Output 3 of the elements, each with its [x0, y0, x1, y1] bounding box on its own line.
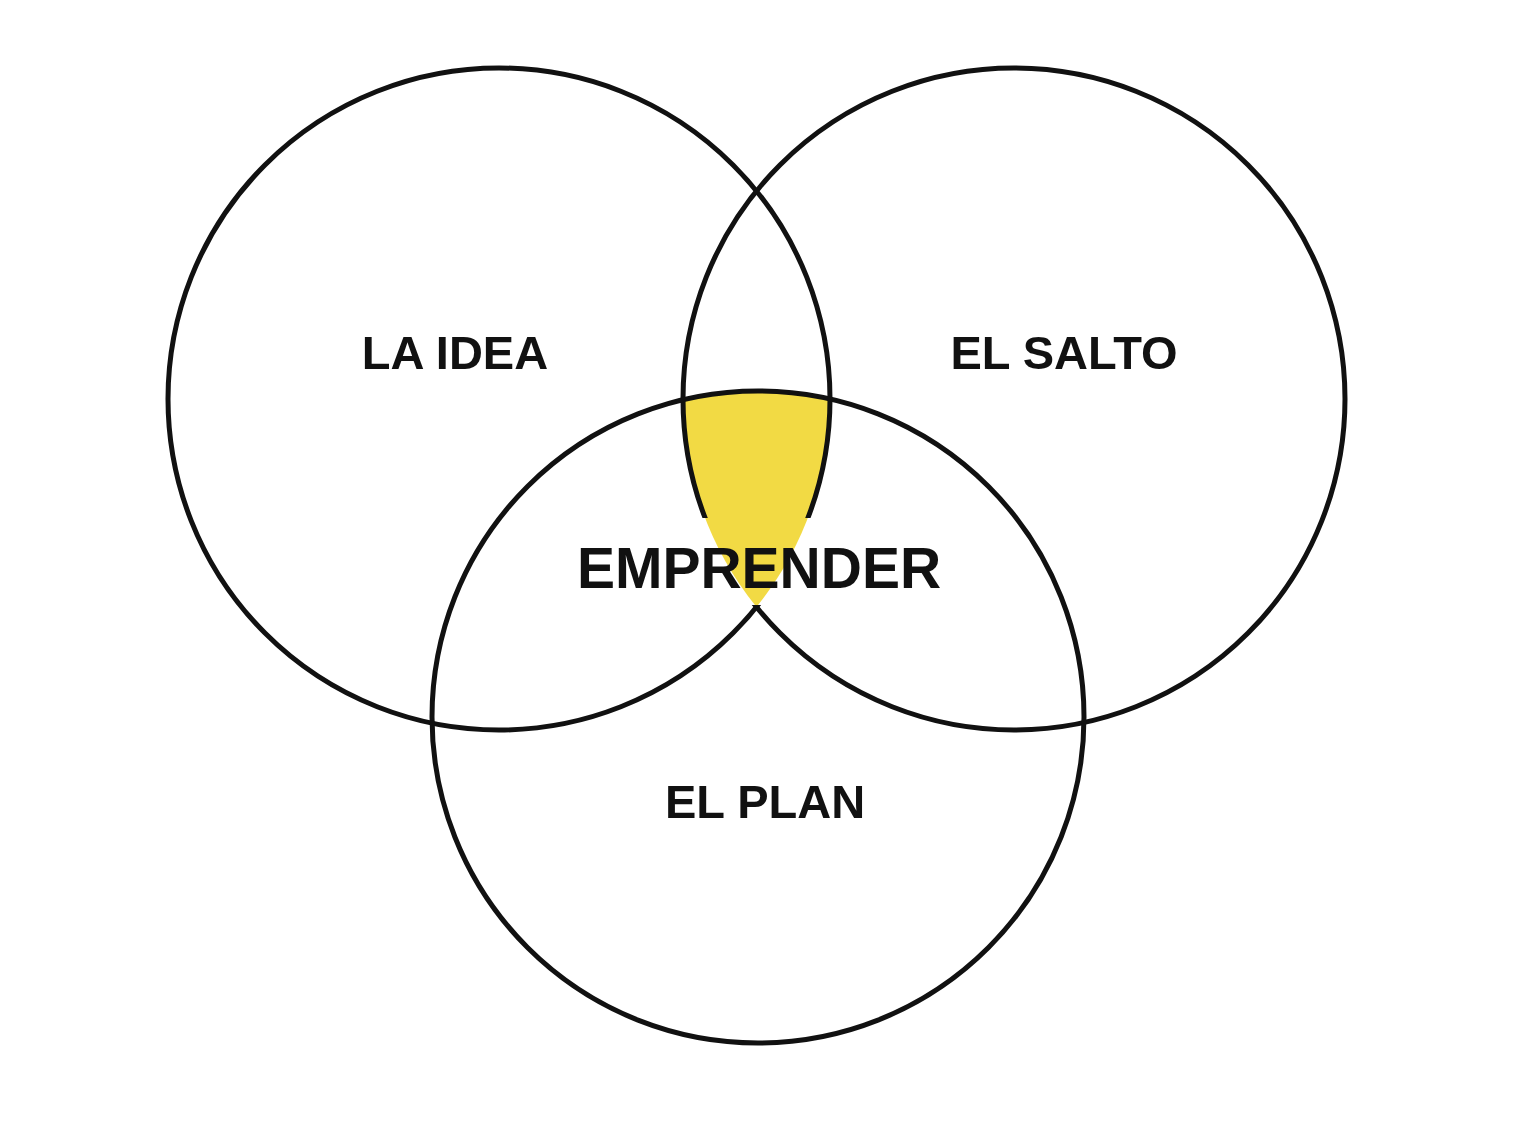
circle-label: EL PLAN — [664, 777, 866, 825]
circle-label: LA IDEA — [361, 328, 549, 376]
circle-label: EL SALTO — [950, 328, 1178, 376]
